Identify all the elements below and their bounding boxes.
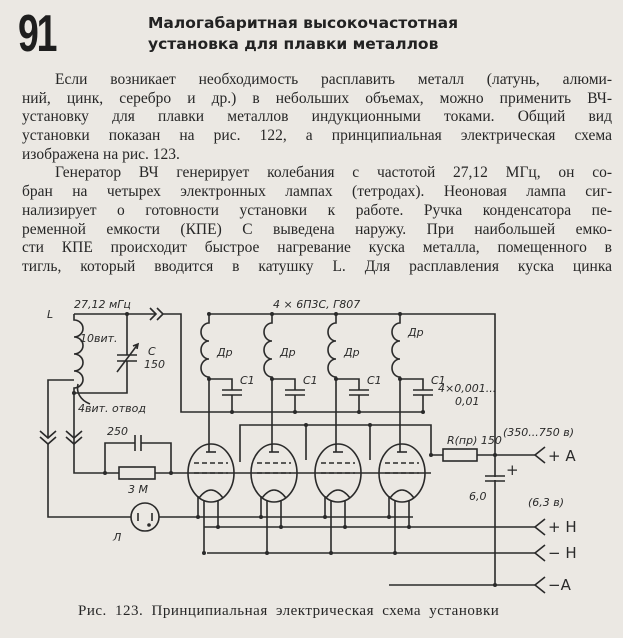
terminal-minus-h: − H	[548, 544, 577, 562]
text-line: ний, цинк, серебро и др.) в небольших об…	[22, 89, 612, 107]
c1-value-label: 4×0,001...	[438, 382, 496, 395]
body-text: Если возникает необходимость расплавить …	[22, 71, 612, 277]
c1-label: C1	[240, 374, 255, 387]
choke-label: Др	[407, 326, 424, 339]
text-line: установки показан на рис. 122, а принцип…	[22, 127, 612, 145]
limit-resistor-label: R(пр) 150	[447, 434, 502, 447]
coil-turns-label: 10вит.	[80, 332, 118, 345]
title-line: Малогабаритная высокочастотная	[148, 14, 459, 32]
choke-label: Др	[343, 346, 360, 359]
filter-cap-label: 6,0	[469, 490, 487, 503]
terminal-plus-a: + A	[548, 447, 576, 465]
limit-resistor	[442, 448, 478, 462]
text-line: нализирует о готовности установки к рабо…	[22, 201, 612, 219]
text-line: Если возникает необходимость расплавить …	[55, 71, 612, 88]
c1-value-label-2: 0,01	[455, 395, 480, 408]
text-line: изображена на рис. 123.	[22, 145, 180, 163]
terminal-plus-h: + H	[548, 518, 577, 536]
c1-label: C1	[367, 374, 382, 387]
grid-resistor-label: 3 М	[128, 483, 148, 496]
terminals	[533, 446, 546, 594]
screen-grid-bus	[239, 424, 432, 462]
article-number: 91	[18, 5, 57, 63]
choke-label: Др	[279, 346, 296, 359]
grid-cap-label: 250	[107, 425, 128, 438]
lamp-label: Л	[112, 531, 121, 544]
neon-lamp	[130, 502, 160, 532]
text-line: Генератор ВЧ генерирует колебания с част…	[55, 164, 612, 182]
text-line: сти КПЕ происходит быстрое нагревание ку…	[22, 239, 612, 257]
coil-label: L	[47, 308, 53, 321]
anode-voltage-label: (350...750 в)	[503, 426, 574, 439]
article-title: Малогабаритная высокочастотная установка…	[148, 13, 458, 55]
tap-label: 4вит. отвод	[78, 402, 146, 415]
c1-label: C1	[303, 374, 318, 387]
choke-label: Др	[216, 346, 233, 359]
anode-bus	[209, 313, 496, 585]
heater-voltage-label: (6,3 в)	[528, 496, 564, 509]
output-connector	[149, 307, 423, 413]
grid-resistor	[118, 466, 156, 480]
text-line: установку для плавки металлов индукционн…	[22, 108, 612, 126]
tubes-label: 4 × 6П3С, Г807	[273, 298, 360, 311]
terminal-minus-a: −A	[548, 576, 572, 594]
text-line: ременной емкости (КПЕ) C выведена наружу…	[22, 220, 612, 238]
plus-sign: +	[506, 461, 519, 479]
input-connectors	[39, 430, 83, 446]
text-line: тигль, который вводится в катушку L. Для…	[22, 257, 612, 275]
figure-caption: Рис. 123. Принципиальная электрическая с…	[78, 603, 500, 619]
cap-value-label: 150	[144, 358, 165, 371]
title-line: установка для плавки металлов	[148, 35, 439, 53]
tank-coil	[47, 312, 155, 437]
cap-name-label: C	[148, 345, 156, 358]
text-line: бран на четырех электронных лампах (тетр…	[22, 183, 612, 201]
frequency-label: 27,12 мГц	[74, 298, 131, 311]
c1-label: C1	[431, 374, 446, 387]
